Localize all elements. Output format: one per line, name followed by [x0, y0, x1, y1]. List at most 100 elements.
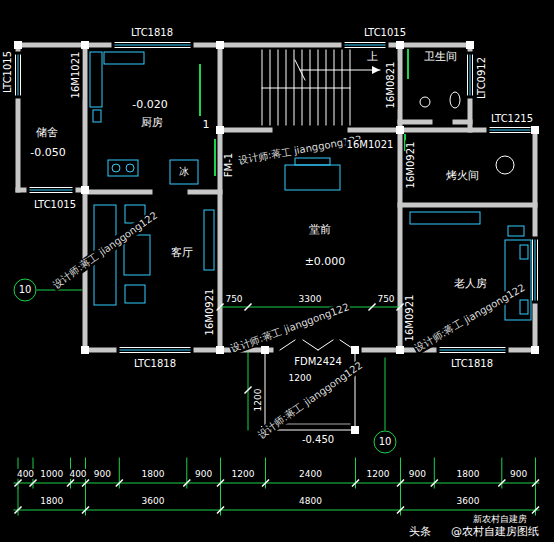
- dimension-line: [14, 510, 539, 511]
- dimension: 900: [93, 469, 112, 479]
- window-pane: [470, 55, 471, 95]
- tick: [533, 480, 539, 486]
- window-gap: [345, 42, 385, 49]
- watermark: 设计师:蒋工 jianggong122: [236, 133, 363, 166]
- tick: [15, 480, 21, 486]
- tick: [217, 304, 223, 310]
- altar-shelf: [295, 158, 330, 165]
- tick: [218, 507, 224, 513]
- wall: [190, 190, 220, 195]
- tick: [184, 480, 190, 486]
- window-pane: [120, 352, 190, 353]
- armchair: [125, 285, 145, 303]
- column: [216, 346, 224, 354]
- column: [396, 346, 404, 354]
- room: -0.020厨房: [88, 48, 218, 190]
- watermark: 设计师:蒋工 jianggong122: [255, 359, 366, 441]
- tick: [245, 304, 251, 310]
- tick: [353, 480, 359, 486]
- plan-label: 冰: [178, 166, 190, 178]
- plan-label: 3300: [298, 294, 323, 304]
- wall: [85, 190, 150, 195]
- coffee-table: [124, 235, 150, 275]
- stove: [108, 160, 138, 176]
- plan-label: LTC1215: [490, 113, 534, 125]
- porch-edge: [265, 350, 266, 430]
- wall: [398, 45, 403, 350]
- tick: [398, 480, 404, 486]
- window-pane: [115, 47, 190, 48]
- column: [81, 346, 89, 354]
- window-gap: [440, 347, 505, 354]
- window-gap: [115, 42, 190, 49]
- dimension: 400: [68, 469, 87, 479]
- window-pane: [18, 55, 19, 95]
- room-name: 储舍: [35, 127, 59, 140]
- plan-label: 新农村自建房: [472, 514, 528, 524]
- tick: [30, 480, 36, 486]
- dimension: 1800: [39, 496, 64, 506]
- tick: [245, 387, 251, 393]
- dimension: 4800: [298, 496, 323, 506]
- bed: [505, 240, 531, 320]
- plan-label: 16M1021: [70, 51, 82, 100]
- window-pane: [440, 347, 505, 348]
- window-pane: [490, 130, 530, 131]
- plan-label: FM-1: [223, 152, 235, 178]
- tick: [431, 480, 437, 486]
- stair-break: [295, 60, 305, 80]
- window-pane: [345, 47, 385, 48]
- column: [531, 346, 539, 354]
- column: [396, 126, 404, 134]
- tick: [15, 507, 21, 513]
- plan-label: FDM2424: [293, 356, 343, 368]
- plan-label: LTC0912: [476, 56, 488, 100]
- tick: [499, 480, 505, 486]
- counter: [90, 52, 102, 107]
- window-pane: [532, 240, 533, 300]
- plan-label: 750: [224, 294, 243, 304]
- tick: [218, 480, 224, 486]
- stair-arrow: [300, 70, 380, 71]
- wall: [85, 348, 535, 353]
- window-pane: [535, 240, 536, 300]
- sink: [93, 110, 101, 122]
- columns: [14, 41, 539, 434]
- plan-label: @农村自建房图纸: [450, 526, 540, 539]
- room-text: 烤火间: [445, 170, 480, 183]
- column: [396, 41, 404, 49]
- axis-bubble: [374, 431, 396, 453]
- window-gap: [467, 55, 474, 95]
- window-pane: [120, 347, 190, 348]
- window-gap: [120, 347, 190, 354]
- tick: [83, 480, 89, 486]
- wall: [220, 128, 270, 133]
- window-gap: [30, 187, 72, 194]
- axis-bubble: [14, 279, 36, 301]
- plan-label: 16M0921: [204, 288, 216, 337]
- room-text: 卫生间: [423, 51, 458, 64]
- plan-label: 头条: [408, 526, 432, 539]
- wardrobe: [410, 212, 480, 224]
- window-gap: [532, 240, 539, 300]
- room-text: -0.020: [131, 99, 168, 112]
- door-leaf: [318, 340, 333, 350]
- plan-label: 16M1021: [346, 139, 395, 151]
- stair-divider: [262, 88, 350, 89]
- wall: [455, 120, 470, 125]
- window-pane: [467, 55, 468, 95]
- window-pane: [30, 190, 72, 191]
- plan-label: LTC1818: [130, 27, 174, 39]
- door-swing: [407, 50, 409, 78]
- window-pane: [120, 350, 190, 351]
- stair-arrowhead: [372, 66, 380, 74]
- plan-label: 1: [202, 119, 211, 132]
- dimension: 900: [408, 469, 427, 479]
- stairs: [262, 50, 380, 125]
- dimension: 3600: [456, 496, 481, 506]
- nightstand: [508, 226, 524, 236]
- room-name: 堂前: [308, 224, 332, 237]
- room: 卫生间: [403, 48, 468, 120]
- plan-label: LTC1015: [363, 27, 407, 39]
